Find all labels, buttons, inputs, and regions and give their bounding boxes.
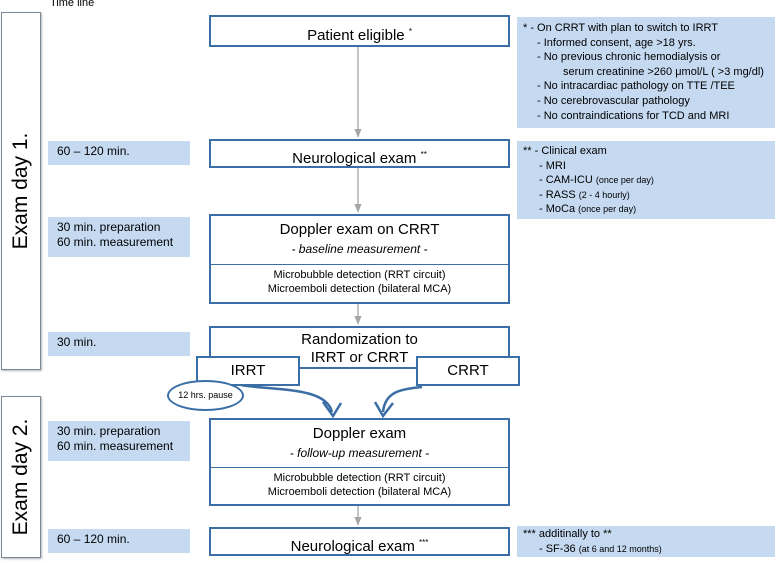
eligibility-note-6: - No cerebrovascular pathology <box>537 94 690 107</box>
time-doppler-1-meas: 60 min. measurement <box>57 235 174 249</box>
doppler-followup-detail-2: Microemboli detection (bilateral MCA) <box>267 486 452 498</box>
neuro-exam-2-title: Neurological exam <box>290 538 415 555</box>
eligibility-note-4: serum creatinine >260 μmol/L ( >3 mg/dl) <box>563 65 764 78</box>
eligibility-note-3: - No previous chronic hemodialysis or <box>537 51 721 64</box>
neuro-exam-2-mark: *** <box>419 538 429 547</box>
pause-ellipse: 12 hrs. pause <box>167 380 244 411</box>
doppler-crrt-box: Doppler exam on CRRT - baseline measurem… <box>209 214 510 304</box>
pause-label: 12 hrs. pause <box>178 390 233 400</box>
additional-note-sf-freq: (at 6 and 12 months) <box>578 543 662 554</box>
additional-note-sf: - SF-36 (at 6 and 12 months) <box>523 542 775 557</box>
additional-note-sf-text: - SF-36 <box>539 542 576 555</box>
exam-day-2-label: Exam day 2. <box>1 396 41 558</box>
doppler-followup-box: Doppler exam - follow-up measurement - M… <box>209 418 510 506</box>
eligibility-note-7: - No contraindications for TCD and MRI <box>537 109 730 122</box>
patient-eligible-box: Patient eligible * <box>209 15 510 47</box>
time-box-neuro-2: 60 – 120 min. <box>48 529 190 553</box>
neuro-exam-1-box: Neurological exam ** <box>209 139 510 168</box>
clinical-note-moca: - MoCa (once per day) <box>523 202 775 217</box>
arrowhead-crrt <box>373 401 394 419</box>
crrt-label: CRRT <box>447 362 489 379</box>
exam-day-1-text: Exam day 1. <box>9 132 32 250</box>
clinical-note-mri-text: - MRI <box>539 159 566 172</box>
time-box-randomization: 30 min. <box>48 332 190 356</box>
randomization-line-2: IRRT or CRRT <box>310 349 409 366</box>
time-box-neuro-1: 60 – 120 min. <box>48 141 190 165</box>
randomization-line-1: Randomization to <box>301 331 418 348</box>
doppler-crrt-title: Doppler exam on CRRT <box>279 221 440 238</box>
neuro-exam-2-label: Neurological exam *** <box>211 529 508 556</box>
neuro-exam-1-label: Neurological exam ** <box>211 141 508 168</box>
irrt-label: IRRT <box>230 362 266 379</box>
exam-day-2-text: Exam day 2. <box>9 418 32 536</box>
clinical-note-cam-freq: (once per day) <box>595 175 654 186</box>
time-box-doppler-1: 30 min. preparation 60 min. measurement <box>48 217 190 257</box>
exam-day-1-label: Exam day 1. <box>1 12 41 370</box>
doppler-followup-detail-1: Microbubble detection (RRT circuit) <box>273 472 446 484</box>
eligibility-note-5: - No intracardiac pathology on TTE /TEE <box>537 80 735 93</box>
doppler-followup-subtitle: - follow-up measurement - <box>289 446 430 460</box>
patient-eligible-label: Patient eligible * <box>211 17 508 45</box>
eligibility-notes: * - On CRRT with plan to switch to IRRT … <box>517 17 775 128</box>
clinical-note-rass-freq: (2 - 4 hourly) <box>578 189 630 200</box>
clinical-note-header: ** - Clinical exam <box>523 145 607 157</box>
eligibility-note-1: * - On CRRT with plan to switch to IRRT <box>523 22 719 34</box>
doppler-crrt-divider: Microbubble detection (RRT circuit) Micr… <box>211 264 508 296</box>
time-doppler-1-prep: 30 min. preparation <box>57 220 161 234</box>
clinical-note-cam-text: - CAM-ICU <box>539 174 593 187</box>
doppler-followup-divider: Microbubble detection (RRT circuit) Micr… <box>211 467 508 499</box>
patient-eligible-title: Patient eligible <box>307 27 405 44</box>
clinical-note-rass: - RASS (2 - 4 hourly) <box>523 188 775 203</box>
neuro-exam-1-mark: ** <box>420 150 427 159</box>
timeline-title: Time line <box>50 0 95 9</box>
clinical-note-moca-freq: (once per day) <box>578 204 637 215</box>
patient-eligible-mark: * <box>408 27 412 36</box>
crrt-box: CRRT <box>416 356 520 386</box>
doppler-followup-title: Doppler exam <box>312 425 407 442</box>
neuro-exam-2-box: Neurological exam *** <box>209 527 510 556</box>
additional-notes: *** additinally to ** - SF-36 (at 6 and … <box>517 526 775 557</box>
curve-irrt-to-followup <box>231 381 334 413</box>
clinical-note-moca-text: - MoCa <box>539 203 576 216</box>
time-neuro-1: 60 – 120 min. <box>57 144 130 158</box>
curve-crrt-to-followup <box>381 385 423 413</box>
clinical-exam-notes: ** - Clinical exam - MRI - CAM-ICU (once… <box>517 141 775 219</box>
clinical-note-mri: - MRI <box>523 159 775 174</box>
additional-note-header: *** additinally to ** <box>523 528 612 540</box>
clinical-note-cam: - CAM-ICU (once per day) <box>523 173 775 188</box>
clinical-note-rass-text: - RASS <box>539 188 576 201</box>
time-doppler-2-prep: 30 min. preparation <box>57 424 161 438</box>
arrowhead-irrt <box>321 401 343 419</box>
time-box-doppler-2: 30 min. preparation 60 min. measurement <box>48 421 190 461</box>
doppler-crrt-detail-1: Microbubble detection (RRT circuit) <box>273 269 446 281</box>
time-randomization: 30 min. <box>57 335 97 349</box>
time-neuro-2: 60 – 120 min. <box>57 532 130 546</box>
neuro-exam-1-title: Neurological exam <box>292 150 417 167</box>
time-doppler-2-meas: 60 min. measurement <box>57 439 174 453</box>
doppler-crrt-subtitle: - baseline measurement - <box>291 242 428 256</box>
eligibility-note-2: - Informed consent, age >18 yrs. <box>537 36 696 49</box>
doppler-crrt-detail-2: Microemboli detection (bilateral MCA) <box>267 283 452 295</box>
